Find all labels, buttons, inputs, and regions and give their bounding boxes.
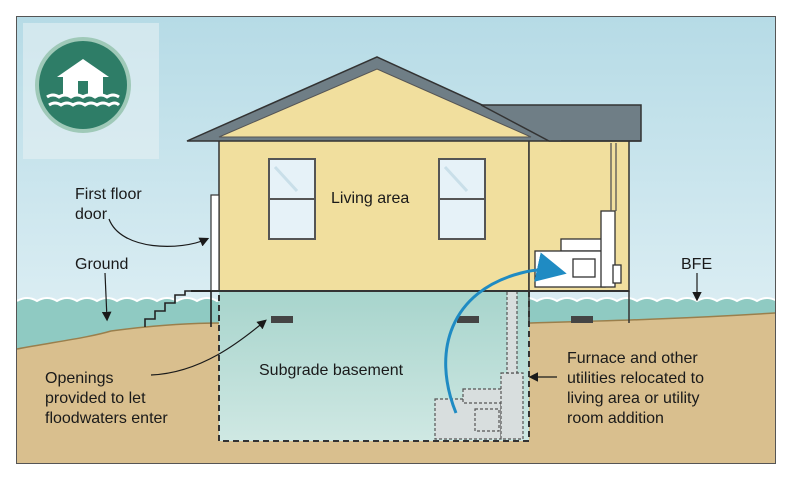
openings-label-line3: floodwaters enter (45, 410, 168, 427)
entry-stairs (144, 290, 211, 327)
bfe-label: BFE (681, 256, 712, 273)
old-utility-location (434, 290, 524, 440)
flood-opening-3 (571, 316, 593, 323)
door-leader (108, 218, 210, 247)
ground-line (17, 312, 775, 350)
furnace-label-line3: living area or utility (567, 390, 700, 407)
illustration-frame: First floor door Ground Living area BFE … (16, 16, 776, 464)
first-floor-door-label-line2: door (75, 206, 108, 223)
subgrade-basement-label: Subgrade basement (259, 362, 404, 379)
flooded-house-icon (23, 23, 159, 159)
roof-gable (218, 68, 532, 138)
living-area-label: Living area (331, 190, 409, 207)
relocation-arrow-icon (444, 252, 567, 414)
furnace-label-line2: utilities relocated to (567, 370, 704, 387)
openings-label-line1: Openings (45, 370, 114, 387)
first-floor-door (210, 194, 220, 292)
ground-leader (101, 272, 112, 322)
first-floor-door-label-line1: First floor (75, 186, 142, 203)
window-right (438, 158, 486, 240)
flood-basement-diagram: First floor door Ground Living area BFE … (17, 17, 775, 463)
openings-label-line2: provided to let (45, 390, 146, 407)
openings-leader (150, 319, 267, 376)
window-left (268, 158, 316, 240)
flood-opening-1 (271, 316, 293, 323)
furnace-label-line1: Furnace and other (567, 350, 698, 367)
ground-label: Ground (75, 256, 128, 273)
flood-opening-2 (457, 316, 479, 323)
furnace-label-line4: room addition (567, 410, 664, 427)
